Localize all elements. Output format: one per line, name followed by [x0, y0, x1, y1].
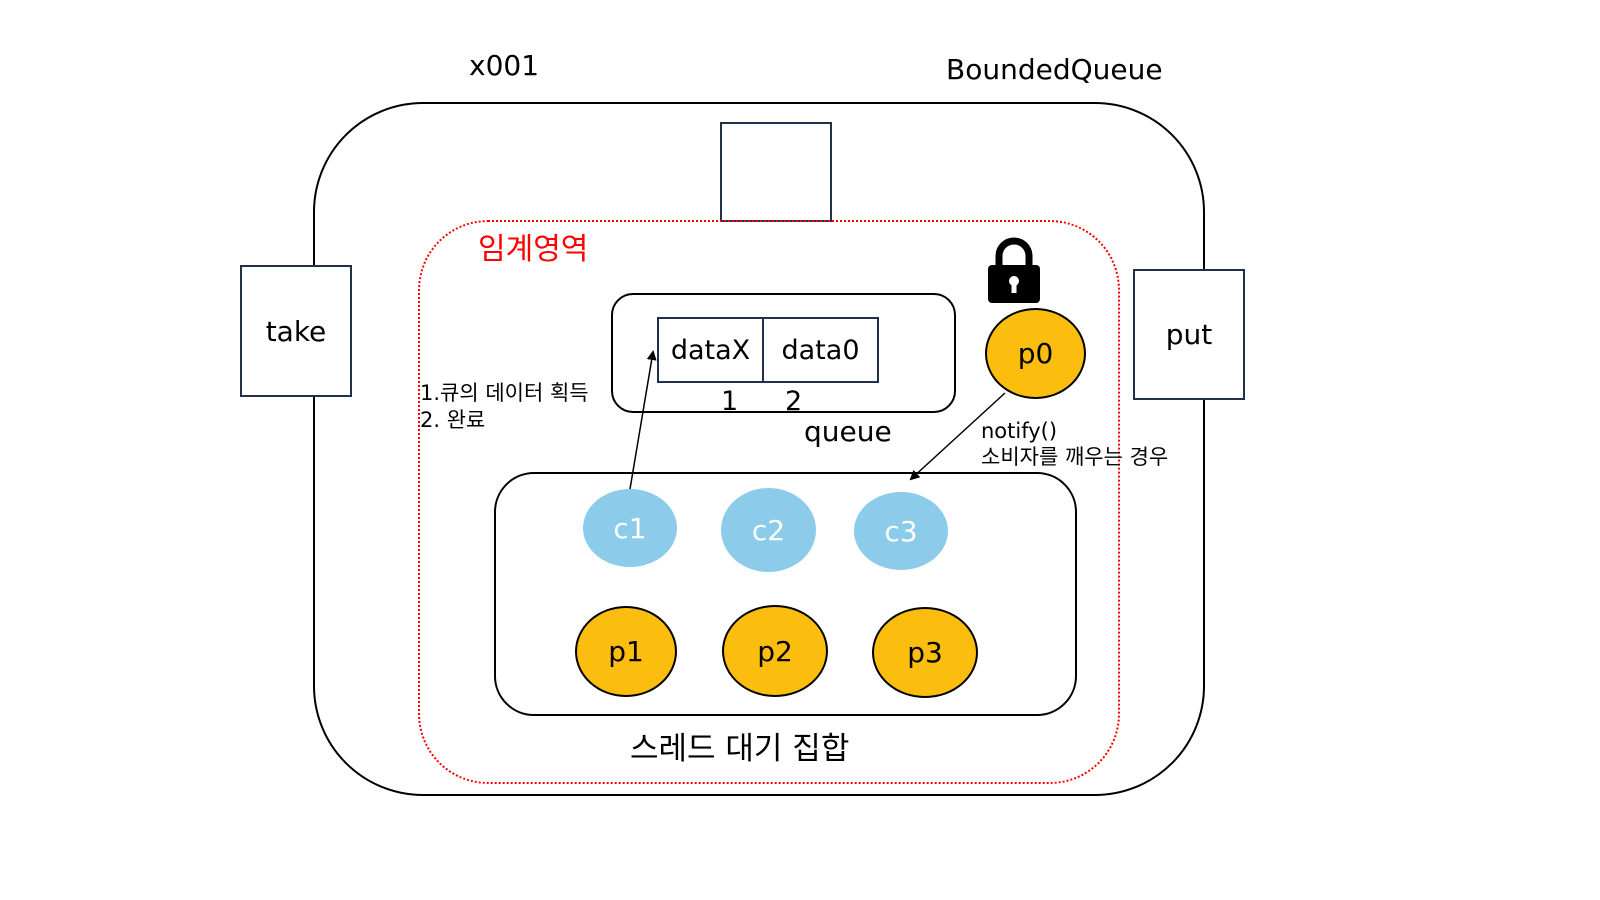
take-method-box: take — [240, 265, 352, 397]
monitor-lock-slot — [720, 122, 832, 222]
put-method-box: put — [1133, 269, 1245, 400]
wait-set-label: 스레드 대기 집합 — [630, 731, 850, 767]
queue-cell-1: dataX — [657, 317, 764, 383]
take-label: take — [265, 314, 327, 348]
notify-note-line1: notify() — [981, 419, 1058, 443]
consumer-note-line2: 2. 완료 — [420, 408, 486, 432]
lock-icon — [988, 237, 1040, 303]
active-thread-p0: p0 — [985, 308, 1086, 399]
producer-thread-p3: p3 — [872, 607, 978, 698]
producer-thread-p1: p1 — [575, 606, 677, 697]
critical-section-label: 임계영역 — [478, 232, 589, 267]
consumer-thread-c1: c1 — [583, 489, 677, 567]
queue-index-2: 2 — [785, 386, 803, 417]
notify-note-line2: 소비자를 깨우는 경우 — [981, 445, 1169, 469]
consumer-thread-c2: c2 — [721, 488, 816, 572]
queue-index-1: 1 — [721, 386, 739, 417]
queue-cell-2: data0 — [762, 317, 879, 383]
put-label: put — [1165, 318, 1213, 351]
queue-label: queue — [804, 415, 892, 448]
consumer-note-line1: 1.큐의 데이터 획득 — [420, 381, 589, 405]
consumer-thread-c3: c3 — [854, 492, 948, 570]
bounded-queue-object — [313, 102, 1205, 796]
object-address: x001 — [469, 49, 540, 82]
critical-section — [418, 220, 1120, 784]
producer-thread-p2: p2 — [722, 605, 828, 697]
class-name: BoundedQueue — [946, 53, 1163, 86]
